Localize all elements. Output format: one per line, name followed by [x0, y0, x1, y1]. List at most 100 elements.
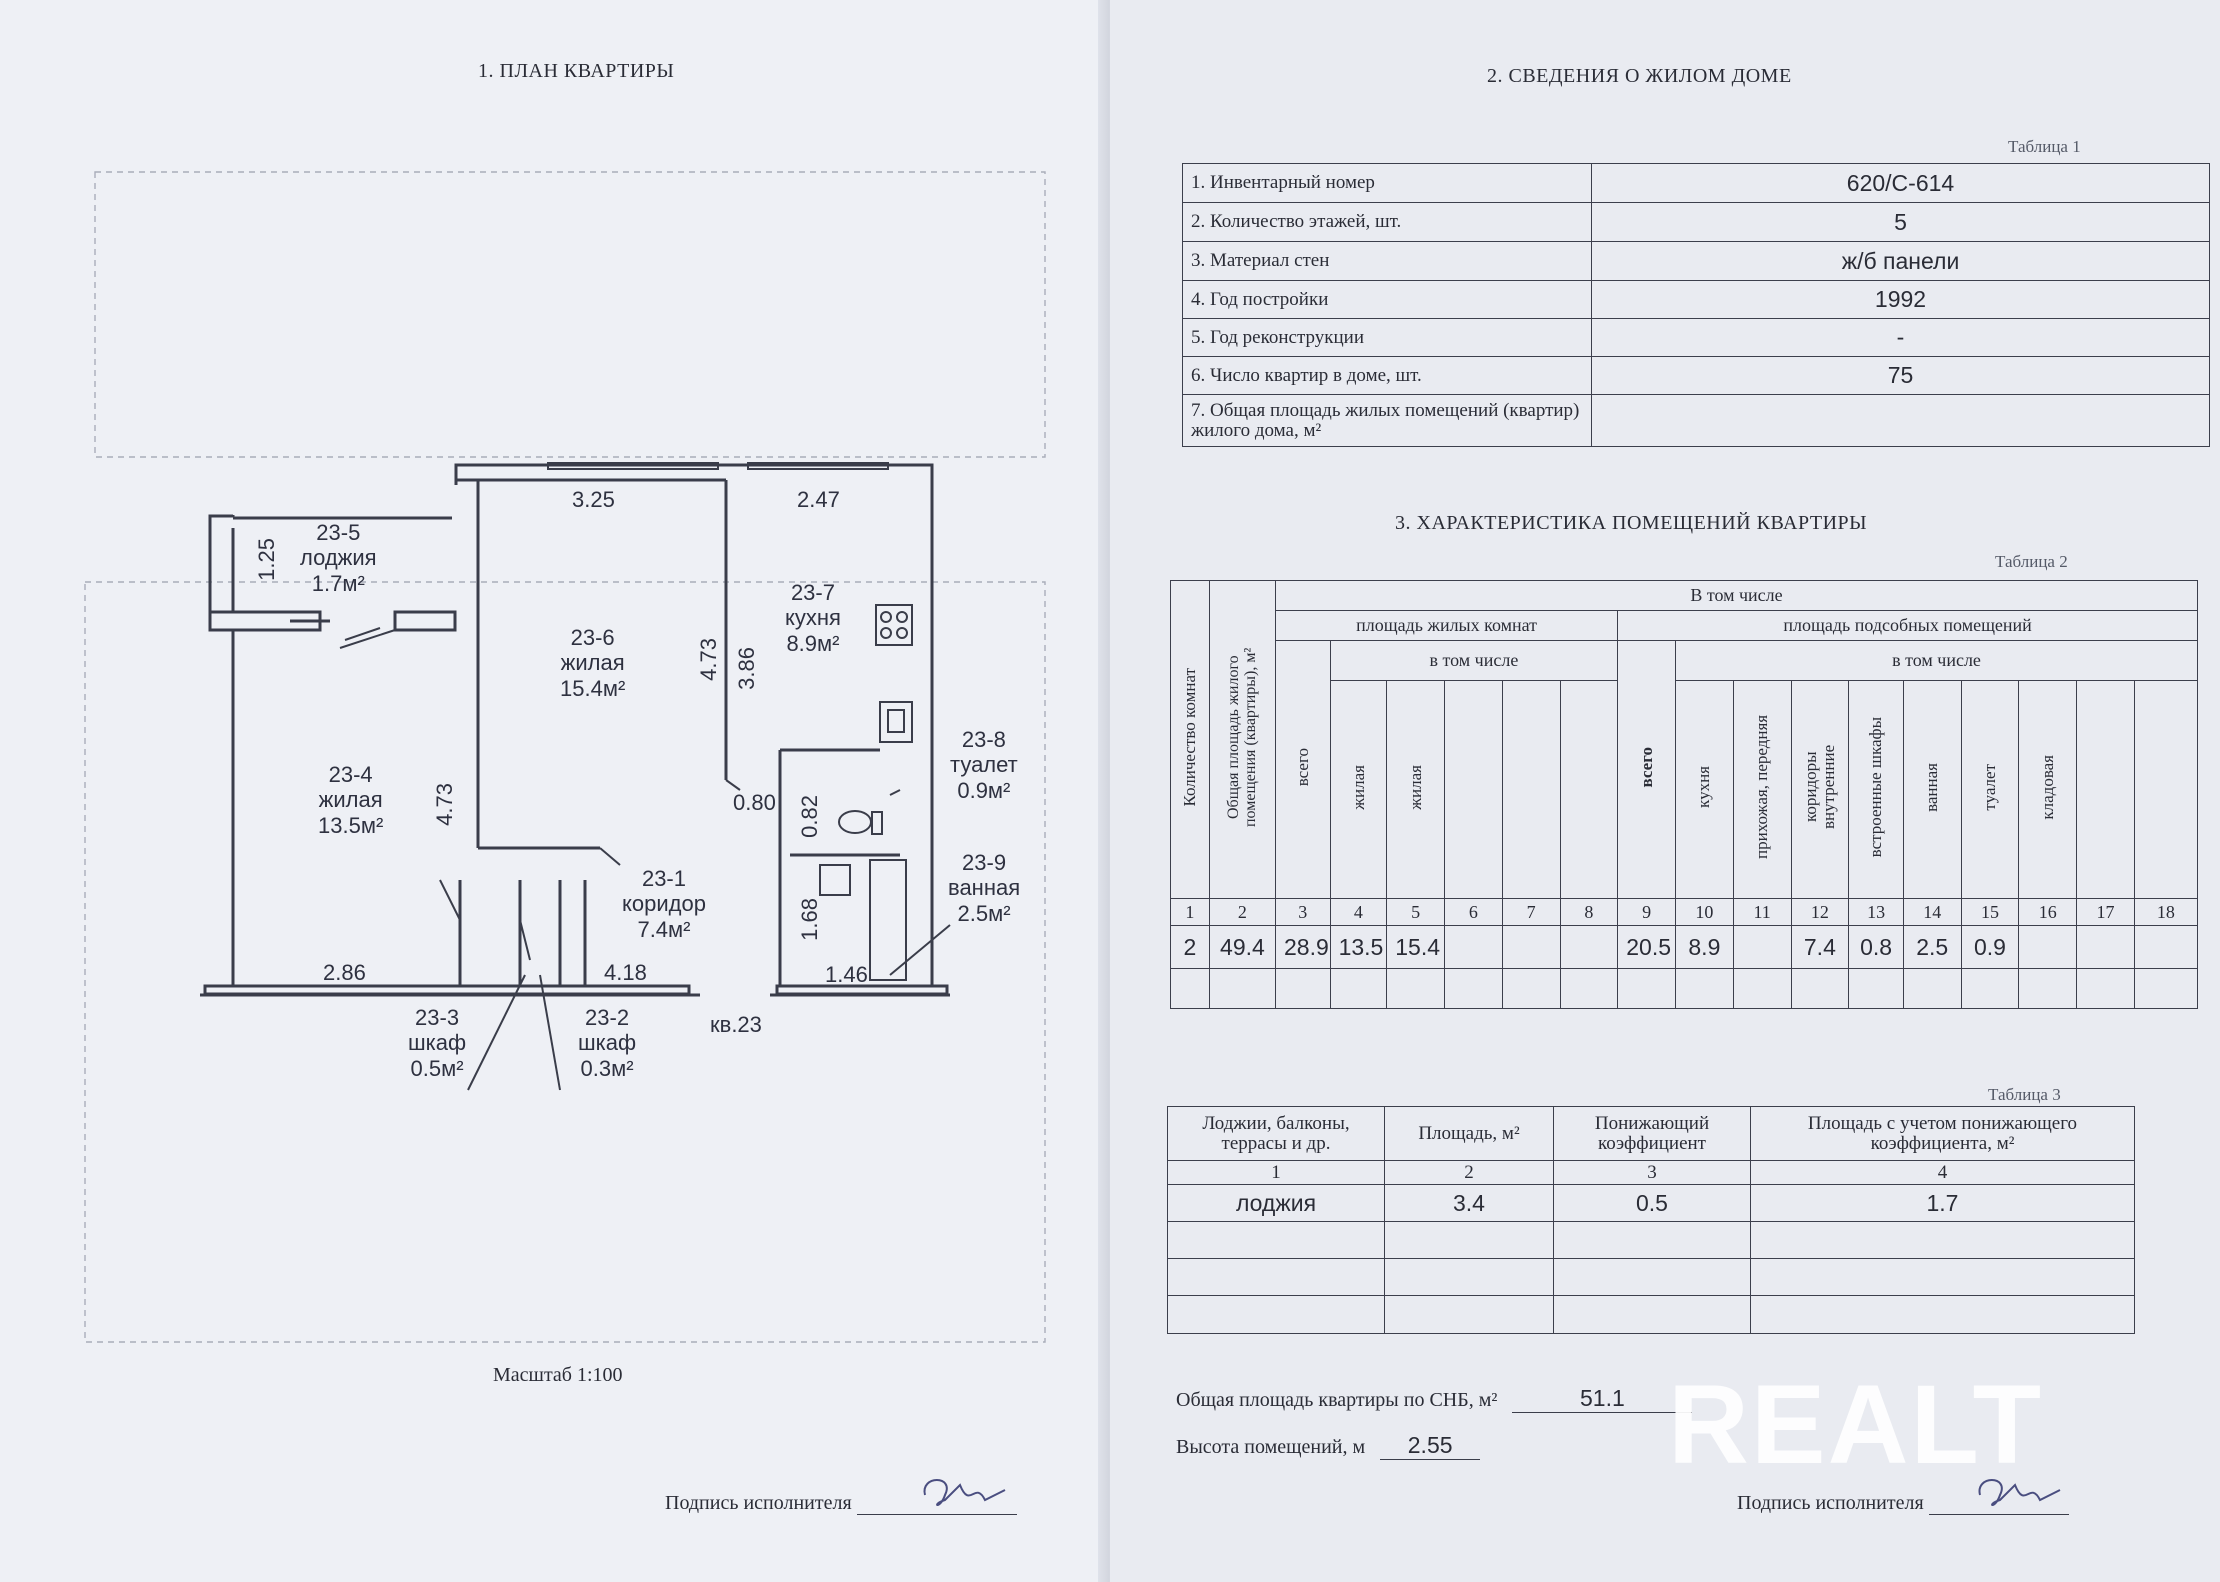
table-row: 7. Общая площадь жилых помещений (кварти… [1182, 394, 2210, 447]
signature-scribble-icon [923, 1479, 1006, 1506]
column-number: 18 [2133, 898, 2199, 926]
col-header: туалет [1980, 763, 2000, 811]
table-row [1170, 968, 2199, 1009]
table1-caption: Таблица 1 [2008, 137, 2081, 156]
col-rooms-header: Количество комнат [1180, 667, 1199, 807]
living-group-header: площадь жилых комнат [1274, 610, 1619, 641]
col-total-header: Общая площадь жилого помещения (квартиры… [1224, 647, 1259, 827]
cell-value: 0.9 [1960, 925, 2020, 969]
column-number: 3 [1274, 898, 1331, 926]
signature-line [1928, 1490, 2069, 1515]
table-row [1167, 1258, 2135, 1296]
dim-label: 2.47 [797, 487, 840, 512]
column-number: 14 [1902, 898, 1962, 926]
table-row [1167, 1221, 2135, 1259]
dim-label: 2.86 [323, 960, 366, 985]
dim-label: 0.80 [733, 790, 776, 815]
cell-value: 0.8 [1848, 925, 1904, 969]
column-number: 8 [1559, 898, 1619, 926]
plan-title: 1. ПЛАН КВАРТИРЫ [478, 60, 675, 82]
dim-label: 3.25 [572, 487, 615, 512]
total-area-value: 51.1 [1512, 1385, 1693, 1413]
total-area-label: Общая площадь квартиры по СНБ, м² [1176, 1389, 1498, 1411]
dim-label: 1.68 [797, 898, 822, 941]
col-header: ванная [1922, 762, 1942, 812]
column-number: 13 [1848, 898, 1904, 926]
floor-plan [84, 171, 1046, 1343]
column-number: 10 [1675, 898, 1734, 926]
dim-label: 4.73 [432, 783, 457, 826]
living-all-header: всего [1292, 747, 1312, 787]
column-number: 1 [1170, 898, 1210, 926]
col-header: коридоры внутренние [1801, 744, 1838, 830]
column-number: 2 [1208, 898, 1276, 926]
living-sub-header: в том числе [1329, 640, 1619, 681]
cell-value: 7.4 [1790, 925, 1850, 969]
table-row: лоджия 3.4 0.5 1.7 [1167, 1184, 2135, 1222]
cell-value: 8.9 [1675, 925, 1734, 969]
signature-scribble-icon [1978, 1479, 2061, 1506]
dim-label: 1.46 [825, 962, 868, 987]
cell-value: 20.5 [1617, 925, 1677, 969]
cell-value: 2 [1170, 925, 1210, 969]
total-area-row: Общая площадь квартиры по СНБ, м² 51.1 [1176, 1385, 1693, 1413]
column-number: 15 [1960, 898, 2020, 926]
height-label: Высота помещений, м [1176, 1436, 1366, 1458]
table-row: 5. Год реконструкции- [1182, 318, 2210, 357]
scale-label: Масштаб 1:100 [493, 1364, 623, 1386]
dim-label: 1.25 [254, 538, 279, 581]
col-header: прихожая, передняя [1752, 714, 1772, 860]
signature-row: Подпись исполнителя [1737, 1490, 2069, 1515]
column-number: 5 [1386, 898, 1446, 926]
col-header: кладовая [2037, 754, 2057, 820]
column-number: 11 [1732, 898, 1792, 926]
cell-value [1732, 925, 1792, 969]
cell-value: 49.4 [1208, 925, 1276, 969]
cell-value: 15.4 [1386, 925, 1446, 969]
table3-caption: Таблица 3 [1988, 1085, 2061, 1104]
column-number: 17 [2076, 898, 2135, 926]
rooms-table: Количество комнат Общая площадь жилого п… [1170, 580, 2199, 1009]
section2-title: 2. СВЕДЕНИЯ О ЖИЛОМ ДОМЕ [1487, 65, 1792, 87]
table-row: Лоджии, балконы, террасы и др. Площадь, … [1167, 1106, 2135, 1161]
loggia-table: Лоджии, балконы, террасы и др. Площадь, … [1167, 1106, 2135, 1334]
column-number: 4 [1329, 898, 1388, 926]
cell-value [1559, 925, 1619, 969]
cell-value [2018, 925, 2078, 969]
left-page: 1. ПЛАН КВАРТИРЫ [84, 60, 1046, 1515]
column-number: 16 [2018, 898, 2078, 926]
cell-value: 2.5 [1902, 925, 1962, 969]
dim-label: 4.18 [604, 960, 647, 985]
col-header: кухня [1694, 766, 1714, 808]
column-number: 7 [1501, 898, 1561, 926]
column-number: 6 [1444, 898, 1503, 926]
apartment-label: кв.23 [710, 1012, 762, 1037]
signature-label: Подпись исполнителя [1737, 1492, 1924, 1514]
column-number: 12 [1790, 898, 1850, 926]
col-header: жилая [1405, 764, 1425, 810]
signature-line [856, 1490, 1017, 1515]
col-header: встроенные шкафы [1866, 716, 1886, 858]
realt-watermark: REALT [1668, 1362, 2043, 1487]
aux-sub-header: в том числе [1675, 640, 2198, 681]
column-number: 9 [1617, 898, 1677, 926]
cell-value: 13.5 [1329, 925, 1388, 969]
dim-label: 3.86 [734, 647, 759, 690]
aux-all-header: всего [1636, 746, 1656, 788]
table-row [1167, 1295, 2135, 1334]
height-value: 2.55 [1380, 1432, 1481, 1460]
aux-group-header: площадь подсобных помещений [1617, 610, 2198, 641]
table2-caption: Таблица 2 [1995, 552, 2068, 571]
